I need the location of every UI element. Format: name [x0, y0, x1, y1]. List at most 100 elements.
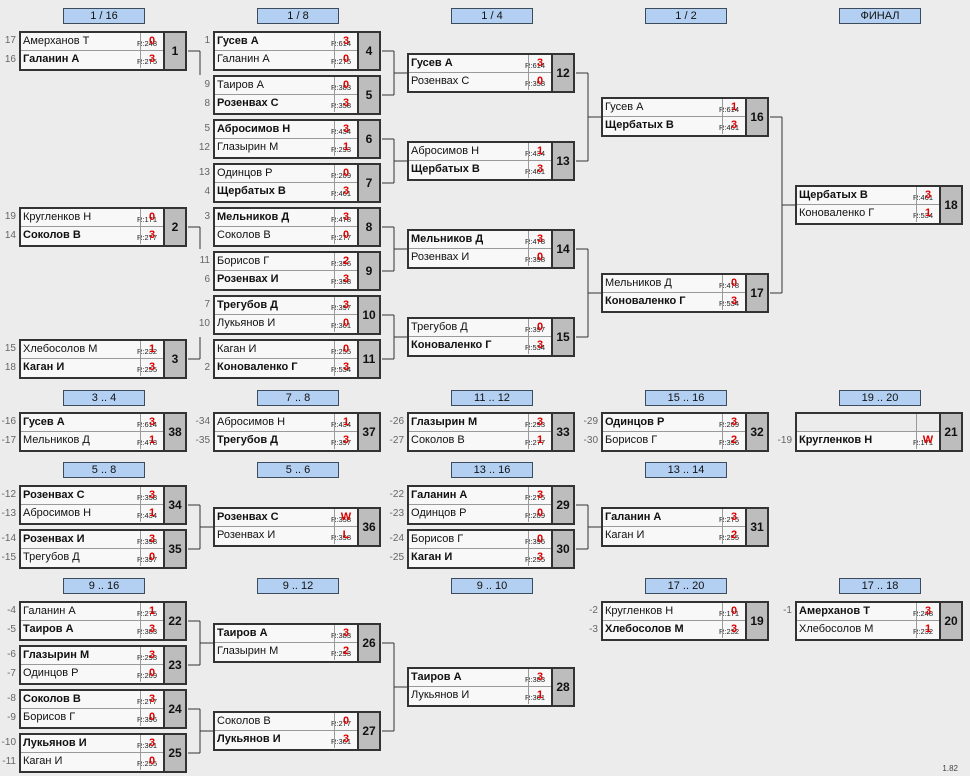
player-score: 1 [140, 505, 163, 522]
player-name: Трегубов Д [23, 551, 80, 563]
player-score: 3 [916, 187, 939, 204]
player-rating: R:255 [718, 533, 739, 542]
match-border [601, 412, 603, 452]
player-score: 3 [334, 297, 357, 314]
player-score: 3 [140, 531, 163, 548]
player-rating: R:398 [330, 533, 351, 542]
player-name: Глазырин М [217, 141, 279, 153]
player-score: 3 [334, 33, 357, 50]
player-score: 0 [528, 505, 551, 522]
player-row[interactable] [795, 412, 939, 431]
match-border [407, 317, 409, 357]
player-rating: R:397 [524, 325, 545, 334]
player-score: 3 [334, 95, 357, 112]
player-rating: R:478 [136, 438, 157, 447]
match-border [213, 623, 215, 663]
player-score: 3 [722, 509, 745, 526]
seed-label: -35 [195, 435, 210, 446]
player-name: Борисов Г [217, 255, 270, 267]
player-rating: R:209 [136, 671, 157, 680]
player-rating: R:232 [136, 347, 157, 356]
match-number: 7 [357, 163, 381, 203]
